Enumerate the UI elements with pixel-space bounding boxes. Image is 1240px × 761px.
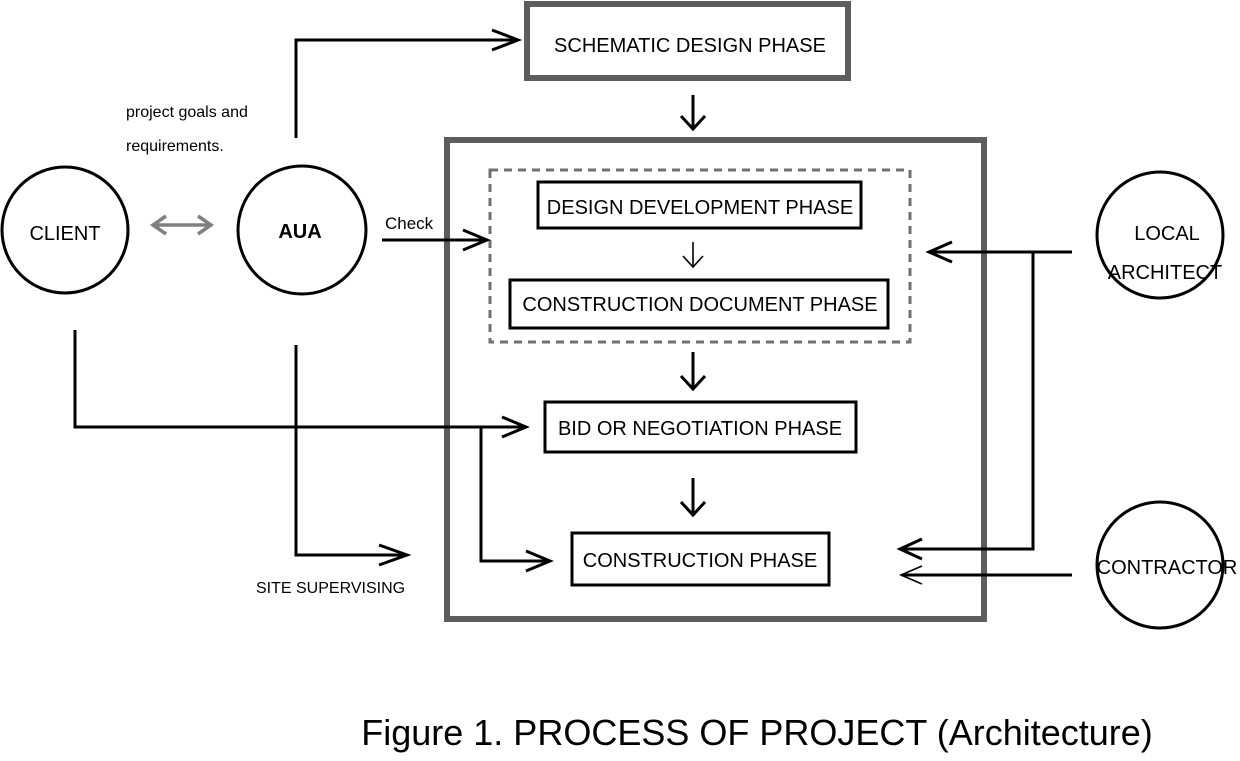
contractor-label: CONTRACTOR	[1097, 557, 1238, 579]
goals-label-line2: requirements.	[126, 138, 224, 155]
aua-label: AUA	[278, 221, 321, 243]
arrow-client-to-bid	[73, 330, 530, 439]
arrow-aua-to-schematic	[294, 28, 523, 138]
check-label: Check	[385, 214, 434, 233]
client-label: CLIENT	[29, 223, 100, 245]
arrow-dd-to-cd	[682, 242, 704, 269]
local-architect-node	[1095, 170, 1225, 300]
arrow-local-architect-to-design	[925, 240, 1072, 264]
site-supervising-label: SITE SUPERVISING	[256, 580, 405, 597]
double-arrow-client-aua	[149, 214, 215, 236]
arrow-aua-site-supervising	[294, 345, 412, 567]
schematic-phase-box	[524, 1, 851, 81]
design-group-dashed-box	[488, 168, 912, 344]
construction-document-box	[508, 278, 890, 330]
bid-phase-box	[543, 400, 858, 454]
aua-node	[236, 164, 368, 296]
design-development-box	[536, 180, 863, 230]
construction-phase-box	[570, 531, 831, 587]
arrow-contractor-to-construction	[898, 565, 1072, 585]
client-node	[0, 165, 130, 295]
bid-phase-label: BID OR NEGOTIATION PHASE	[558, 418, 842, 440]
arrow-schematic-to-main	[679, 95, 707, 132]
arrow-cd-to-bid	[679, 352, 707, 392]
arrow-bid-to-construction	[679, 478, 707, 518]
design-development-label: DESIGN DEVELOPMENT PHASE	[547, 197, 853, 219]
arrow-aua-check	[382, 228, 491, 252]
local-architect-label-line2: ARCHITECT	[1108, 262, 1222, 284]
schematic-phase-label: SCHEMATIC DESIGN PHASE	[554, 35, 826, 57]
construction-phase-label: CONSTRUCTION PHASE	[583, 550, 817, 572]
arrow-local-architect-to-construction	[896, 252, 1035, 561]
local-architect-label-line1: LOCAL	[1134, 223, 1200, 245]
arrow-bid-branch-to-construction	[479, 427, 554, 573]
figure-caption: Figure 1. PROCESS OF PROJECT (Architectu…	[361, 712, 1153, 753]
construction-document-label: CONSTRUCTION DOCUMENT PHASE	[522, 294, 877, 316]
contractor-node	[1095, 500, 1225, 630]
main-phase-frame	[444, 137, 987, 622]
goals-label-line1: project goals and	[126, 104, 248, 121]
